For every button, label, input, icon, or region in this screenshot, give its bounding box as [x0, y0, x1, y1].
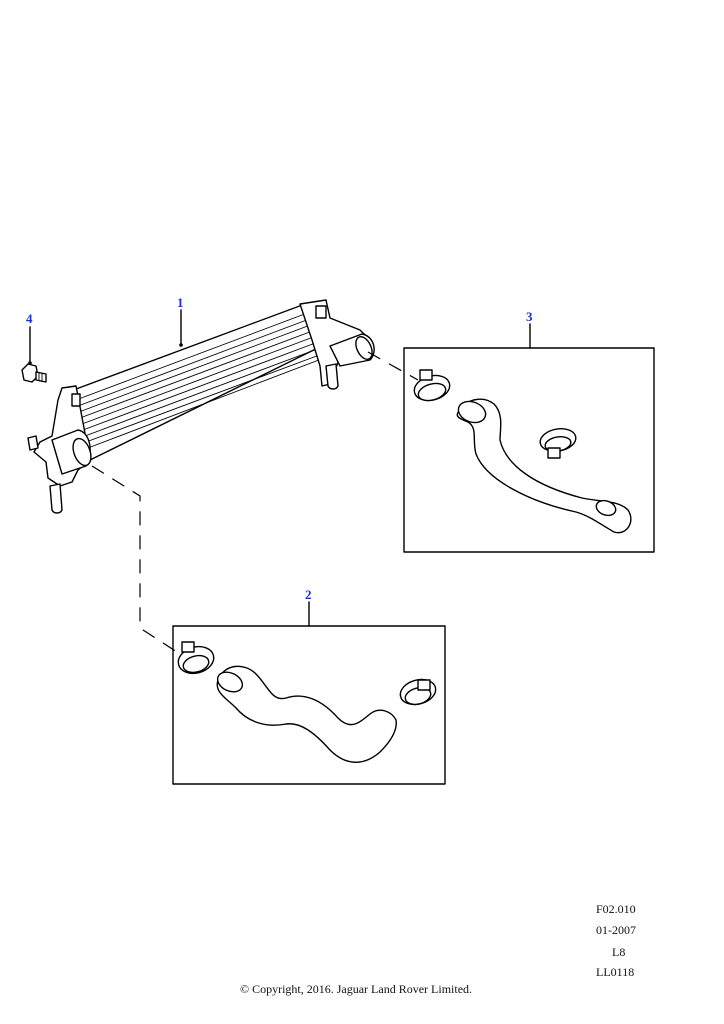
hose-part-3 — [456, 398, 632, 534]
callout-part-2[interactable]: 2 — [305, 587, 312, 602]
hose-clamp-lower — [539, 428, 577, 459]
copyright-notice: © Copyright, 2016. Jaguar Land Rover Lim… — [239, 982, 473, 996]
bolt-shank — [35, 371, 47, 383]
dashed-link-part-2 — [91, 465, 181, 655]
figure-date: 01-2007 — [596, 923, 636, 937]
right-bracket-tab — [315, 305, 327, 319]
intercooler-core — [67, 303, 335, 461]
part-2-frame — [172, 625, 446, 785]
figure-model: L8 — [612, 945, 626, 959]
intercooler-fins — [75, 311, 325, 449]
bolt — [21, 363, 47, 383]
intercooler — [27, 299, 375, 514]
hose-part-2 — [216, 665, 397, 763]
part-3-frame — [403, 347, 655, 553]
hose-kit-part-2 — [177, 641, 437, 763]
figure-code: F02.010 — [596, 902, 636, 916]
left-mounting-pin — [49, 483, 63, 514]
hose-clamp-right — [399, 678, 437, 706]
right-mounting-pin — [325, 363, 339, 390]
callout-part-4[interactable]: 4 — [26, 311, 33, 326]
hose-clamp-left — [177, 641, 215, 675]
hose-clamp-upper — [413, 369, 451, 402]
hose-kit-part-3 — [413, 369, 632, 534]
callout-part-3[interactable]: 3 — [526, 309, 533, 324]
left-bracket-tab — [71, 393, 81, 407]
callout-part-1[interactable]: 1 — [177, 295, 184, 310]
leader-dot-part-1 — [179, 343, 183, 347]
figure-ref: LL0118 — [596, 965, 635, 979]
dashed-link-part-3 — [367, 351, 419, 381]
